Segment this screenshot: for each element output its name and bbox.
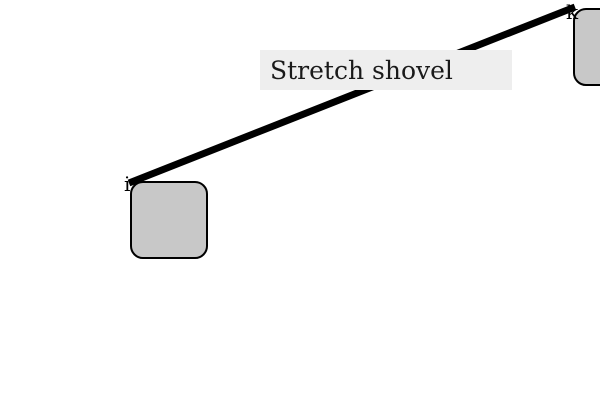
node-i-label: i xyxy=(124,172,130,196)
edge-connector xyxy=(127,3,577,187)
node-k-box xyxy=(573,8,600,86)
node-k-label: k xyxy=(566,0,579,24)
edge-label-background xyxy=(260,50,512,90)
edge-label: Stretch shovel xyxy=(270,56,453,85)
node-i-box xyxy=(130,181,208,259)
